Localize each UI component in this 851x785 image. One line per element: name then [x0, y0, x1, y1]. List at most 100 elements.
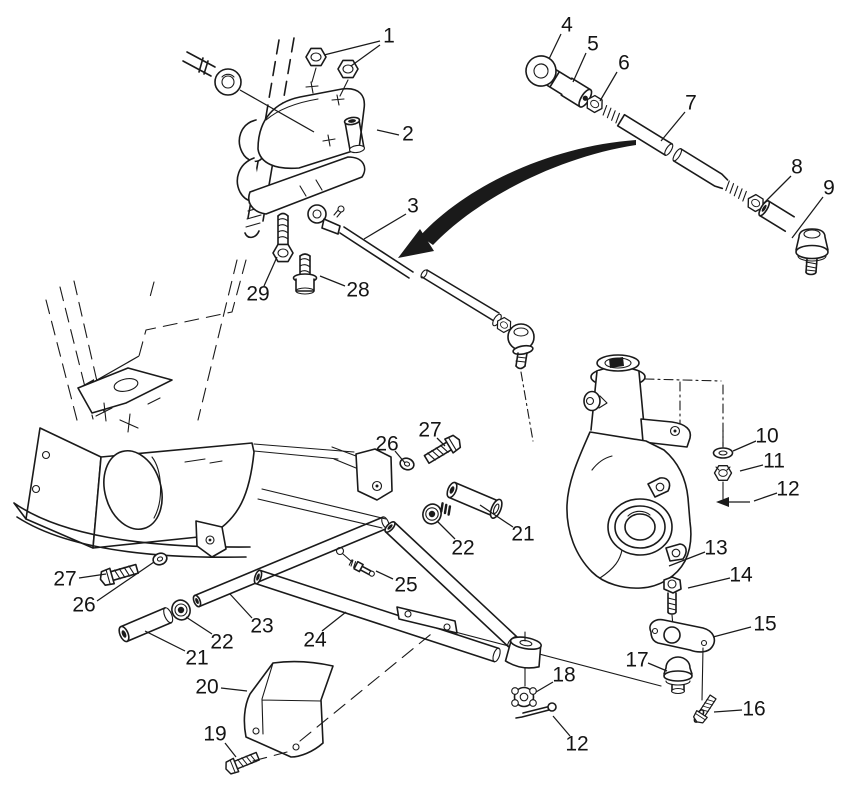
- part-number-label: 3: [407, 195, 419, 218]
- callout-leader-line: [375, 570, 394, 580]
- part-number-label: 25: [394, 574, 417, 597]
- cotter-pin-location-arrow: [716, 497, 729, 507]
- tie-rod-right-assembly: [525, 55, 829, 276]
- part-callout-9: 9: [791, 177, 835, 239]
- construction-line: [439, 627, 662, 687]
- callout-leader-line: [572, 52, 587, 83]
- washer-22-rear: [422, 503, 442, 525]
- washer-26-front: [150, 550, 170, 568]
- callout-leader-line: [263, 256, 278, 287]
- callout-leader-line: [436, 437, 446, 447]
- callout-leader-line: [78, 573, 107, 579]
- part-number-label: 16: [742, 698, 765, 721]
- part-callout-28: 28: [319, 275, 370, 302]
- cotter-pin-12: [515, 702, 557, 719]
- part-callout-17: 17: [625, 649, 668, 672]
- part-callout-21: 21: [479, 504, 535, 546]
- part-callout-15: 15: [712, 613, 777, 638]
- direction-arrow: [398, 140, 636, 258]
- grease-fitting-25: [335, 546, 375, 577]
- part-callout-26: 26: [375, 433, 406, 464]
- steering-knuckle-assembly: [439, 354, 750, 726]
- part-number-label: 23: [250, 615, 273, 638]
- part-number-label: 11: [763, 450, 785, 473]
- part-number-label: 27: [53, 568, 76, 591]
- part-number-label: 26: [72, 594, 95, 617]
- part-number-label: 5: [587, 33, 599, 56]
- part-callout-7: 7: [660, 92, 697, 142]
- rear-pivot-bracket: [355, 448, 393, 501]
- part-callout-1: 1: [323, 25, 395, 67]
- part-callout-27: 27: [418, 419, 446, 447]
- tie-rod-end-sleeve-9: [758, 200, 795, 233]
- bolt-14: [663, 576, 682, 627]
- callout-leader-line: [552, 715, 571, 737]
- part-number-label: 2: [402, 123, 414, 146]
- callout-leader-line: [647, 662, 668, 672]
- part-number-label: 7: [685, 92, 697, 115]
- a-arm-rear-tube: [384, 521, 519, 648]
- part-number-label: 17: [625, 649, 648, 672]
- part-number-label: 1: [383, 25, 395, 48]
- part-number-label: 21: [511, 523, 534, 546]
- callout-leader-line: [323, 40, 381, 56]
- spacer-21-rear: [446, 481, 503, 519]
- part-number-label: 21: [185, 647, 208, 670]
- callout-leader-line: [350, 44, 381, 67]
- callout-leader-line: [712, 626, 752, 638]
- part-number-label: 15: [753, 613, 776, 636]
- callout-leader-line: [436, 520, 456, 540]
- callout-leader-line: [319, 275, 346, 287]
- rod-end-shank-5: [560, 77, 592, 108]
- bolt-16: [691, 692, 719, 726]
- tie-rod-7: [616, 113, 673, 156]
- rod-end-4: [525, 55, 557, 87]
- ball-joint-housing: [504, 636, 543, 669]
- part-callout-27: 27: [53, 568, 107, 591]
- frame: [13, 259, 393, 559]
- callout-leader-line: [791, 196, 824, 239]
- part-callout-22: 22: [436, 520, 475, 560]
- bolt-29: [272, 212, 294, 263]
- steering-post-assembly: [236, 37, 366, 295]
- part-number-label: 12: [565, 733, 588, 756]
- part-callout-23: 23: [229, 593, 274, 638]
- callout-leader-line: [185, 616, 213, 635]
- ball-joint-17: [663, 656, 693, 695]
- callout-leader-line: [762, 175, 792, 205]
- steering-post-clamp-lower: [248, 156, 366, 215]
- shock-mount-bracket: [396, 606, 458, 634]
- callout-leader-line: [220, 687, 248, 692]
- part-callout-2: 2: [376, 123, 414, 146]
- callout-leader-line: [668, 551, 706, 567]
- callout-leader-line: [599, 71, 618, 102]
- part-number-label: 22: [210, 631, 233, 654]
- callout-leader-line: [687, 577, 731, 589]
- castle-nut-18: [511, 686, 537, 708]
- skid-plate: [243, 660, 334, 758]
- part-callout-13: 13: [668, 537, 728, 567]
- part-callout-10: 10: [732, 425, 779, 452]
- tie-rod-left: [307, 204, 535, 442]
- part-number-label: 24: [303, 629, 327, 652]
- part-number-label: 20: [195, 676, 218, 699]
- callout-leader-line: [548, 33, 562, 60]
- pivot-shaft-23: [192, 516, 390, 608]
- callout-leader-line: [479, 504, 514, 528]
- part-callout-24: 24: [303, 611, 347, 652]
- part-number-label: 13: [704, 537, 727, 560]
- part-callout-6: 6: [599, 52, 630, 102]
- part-number-label: 9: [823, 177, 835, 200]
- part-callout-19: 19: [203, 723, 237, 758]
- steering-post-centerline: [197, 259, 238, 421]
- part-callout-25: 25: [375, 570, 418, 597]
- front-pivot-bracket: [195, 520, 227, 558]
- part-callout-4: 4: [548, 14, 573, 60]
- part-callout-18: 18: [535, 664, 576, 693]
- a-arm-front-tube-24: [253, 569, 501, 663]
- part-number-label: 29: [246, 283, 269, 306]
- callout-leader-line: [224, 742, 237, 758]
- steering-arm: [640, 418, 692, 448]
